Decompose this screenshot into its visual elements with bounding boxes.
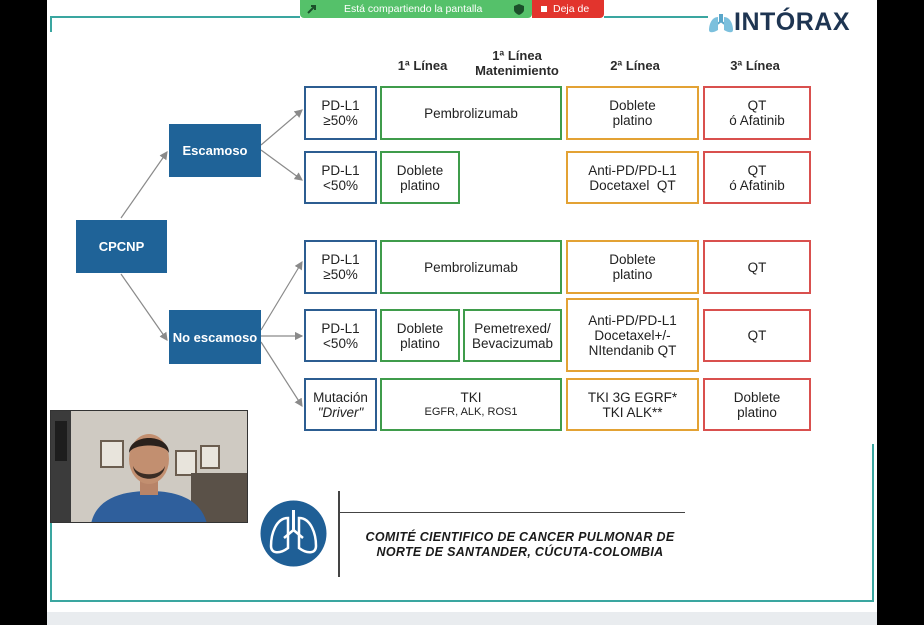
- stop-share-label: Deja de: [553, 3, 590, 15]
- first-line-box-row4: Doblete platino: [380, 309, 460, 362]
- second-line-text: TKI 3G EGRF*: [587, 389, 678, 405]
- first-line-box-row2: Doblete platino: [380, 151, 460, 204]
- shield-icon: [514, 3, 524, 15]
- committee-line2: NORTE DE SANTANDER, CÚCUTA-COLOMBIA: [376, 545, 664, 559]
- third-line-text: Doblete: [733, 389, 781, 405]
- criterion-text: PD-L1: [321, 252, 360, 267]
- second-line-box-row2: Anti-PD/PD-L1 Docetaxel QT: [566, 151, 699, 204]
- criterion-box-row4: PD-L1 <50%: [304, 309, 377, 362]
- frame-line-left-top: [50, 18, 52, 32]
- root-node-cpcnp: CPCNP: [76, 220, 167, 273]
- header-maintenance-line1: 1ª Línea: [492, 48, 542, 63]
- logo-text: INTÓRAX: [734, 8, 850, 36]
- first-line-text: TKI: [460, 389, 482, 405]
- first-line-text: platino: [400, 335, 440, 351]
- criterion-box-row2: PD-L1 <50%: [304, 151, 377, 204]
- first-line-text: Doblete: [396, 162, 444, 178]
- criterion-text: ≥50%: [323, 113, 358, 128]
- header-first-line: 1ª Línea: [397, 58, 448, 73]
- second-line-text: platino: [612, 267, 653, 282]
- frame-line-bottom: [50, 600, 874, 602]
- second-line-text: TKI ALK**: [602, 404, 663, 420]
- first-line-box-row3: Pembrolizumab: [380, 240, 562, 294]
- committee-line1: COMITÉ CIENTIFICO DE CANCER PULMONAR DE: [365, 530, 675, 544]
- third-line-box-row5: Doblete platino: [703, 378, 811, 431]
- header-third-line: 3ª Línea: [730, 58, 780, 73]
- criterion-box-row1: PD-L1 ≥50%: [304, 86, 377, 140]
- slide-bottom-band: [47, 612, 877, 625]
- second-line-text: platino: [612, 113, 653, 128]
- second-line-text: Doblete: [609, 252, 656, 267]
- second-line-text: Anti-PD/PD-L1: [588, 162, 677, 178]
- first-line-text: EGFR, ALK, ROS1: [424, 405, 518, 418]
- maintenance-box-row4: Pemetrexed/ Bevacizumab: [463, 309, 562, 362]
- arrow-root-to-nonsquamous: [120, 273, 168, 341]
- first-line-text: Doblete: [396, 320, 444, 336]
- intorax-logo: INTÓRAX: [708, 8, 850, 37]
- screen-share-bar[interactable]: Está compartiendo la pantalla: [300, 0, 532, 18]
- presenter-video-frame: [51, 411, 247, 522]
- second-line-box-row4: Anti-PD/PD-L1 Docetaxel+/- NItendanib QT: [566, 298, 699, 372]
- arrow-squamous-row2: [260, 149, 303, 181]
- webcam-video[interactable]: [50, 410, 248, 523]
- lungs-logo-icon: [709, 13, 733, 32]
- criterion-box-row5: Mutación "Driver": [304, 378, 377, 431]
- frame-line-right: [872, 444, 874, 602]
- criterion-box-row3: PD-L1 ≥50%: [304, 240, 377, 294]
- criterion-text: <50%: [323, 177, 358, 193]
- footer-divider-vertical: [338, 491, 340, 577]
- second-line-text: Docetaxel QT: [589, 177, 676, 193]
- second-line-box-row5: TKI 3G EGRF* TKI ALK**: [566, 378, 699, 431]
- header-maintenance: 1ª Línea Matenimiento: [462, 48, 572, 78]
- third-line-box-row3: QT: [703, 240, 811, 294]
- arrow-nonsquamous-row3: [260, 260, 303, 331]
- arrow-squamous-row1: [260, 109, 303, 146]
- third-line-box-row4: QT: [703, 309, 811, 362]
- second-line-text: Doblete: [609, 98, 656, 113]
- branch-non-squamous: No escamoso: [169, 310, 261, 364]
- header-second-line: 2ª Línea: [610, 58, 660, 73]
- frame-line-top: [50, 16, 300, 18]
- header-maintenance-line2: Matenimiento: [475, 63, 559, 78]
- third-line-text: QT: [747, 162, 767, 178]
- third-line-box-row2: QT ó Afatinib: [703, 151, 811, 204]
- first-line-text: platino: [400, 177, 440, 193]
- frame-line-top-right: [604, 16, 708, 18]
- frame-line-left: [50, 523, 52, 601]
- arrow-root-to-squamous: [120, 151, 168, 219]
- maintenance-text: Pemetrexed/: [474, 320, 551, 336]
- share-arrow-icon: [307, 5, 316, 14]
- stop-share-button[interactable]: Deja de: [532, 0, 604, 18]
- criterion-text: "Driver": [317, 404, 364, 420]
- footer-divider-horizontal: [340, 512, 685, 513]
- stop-icon: [541, 6, 547, 12]
- criterion-text: <50%: [323, 335, 358, 351]
- criterion-text: Mutación: [313, 389, 368, 405]
- branch-squamous: Escamoso: [169, 124, 261, 177]
- arrow-nonsquamous-row5: [260, 341, 303, 408]
- criterion-text: PD-L1: [321, 162, 360, 178]
- screen-share-status: Está compartiendo la pantalla: [344, 3, 483, 15]
- third-line-text: ó Afatinib: [729, 177, 785, 193]
- criterion-text: ≥50%: [323, 267, 358, 282]
- maintenance-text: Bevacizumab: [471, 335, 554, 351]
- second-line-text: Docetaxel+/-: [594, 327, 671, 343]
- second-line-box-row3: Doblete platino: [566, 240, 699, 294]
- third-line-box-row1: QT ó Afatinib: [703, 86, 811, 140]
- first-line-box-row1: Pembrolizumab: [380, 86, 562, 140]
- criterion-text: PD-L1: [321, 98, 360, 113]
- third-line-text: ó Afatinib: [729, 113, 785, 128]
- third-line-text: QT: [747, 98, 767, 113]
- second-line-box-row1: Doblete platino: [566, 86, 699, 140]
- first-line-box-row5: TKI EGFR, ALK, ROS1: [380, 378, 562, 431]
- second-line-text: NItendanib QT: [588, 342, 677, 358]
- lungs-icon: [260, 500, 327, 567]
- criterion-text: PD-L1: [321, 320, 360, 336]
- second-line-text: Anti-PD/PD-L1: [588, 312, 677, 328]
- committee-caption: COMITÉ CIENTIFICO DE CANCER PULMONAR DE …: [355, 530, 685, 560]
- third-line-text: platino: [737, 404, 777, 420]
